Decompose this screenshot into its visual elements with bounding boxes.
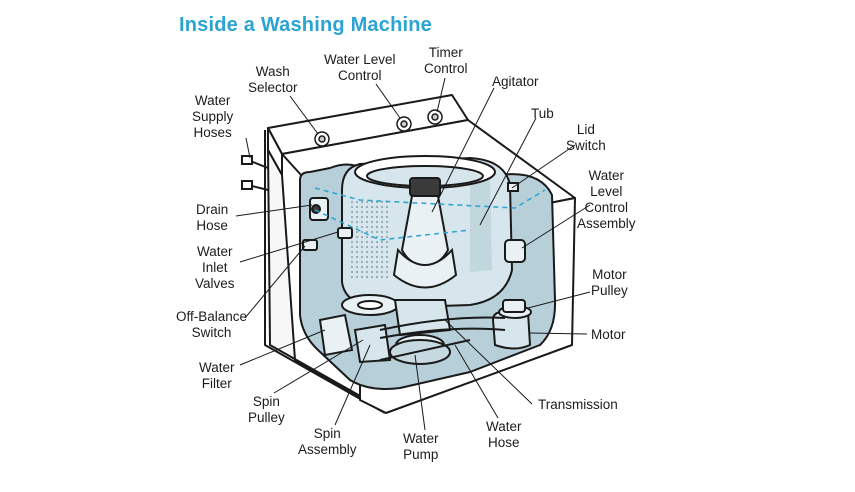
- lower-mechanism: [318, 294, 532, 365]
- agitator: [392, 177, 458, 289]
- label-transmission: Transmission: [538, 397, 618, 412]
- console-knobs: [314, 109, 443, 147]
- label-agitator: Agitator: [492, 74, 539, 89]
- diagram-title: Inside a Washing Machine: [179, 14, 432, 36]
- label-tub: Tub: [531, 106, 554, 121]
- leader-lines: [235, 77, 591, 431]
- label-motor: Motor: [591, 327, 626, 342]
- water-level-line: [314, 187, 546, 241]
